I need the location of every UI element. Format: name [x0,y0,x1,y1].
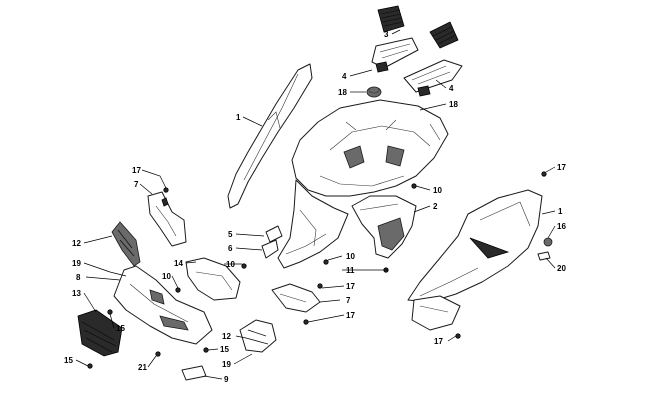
callout-6: 6 [228,244,233,253]
callout-15-c: 15 [220,345,229,354]
callout-7-a: 7 [134,180,139,189]
leader-lines [75,29,556,380]
part-2-inner-panel [351,195,417,259]
callout-5: 5 [228,230,233,239]
central-hood-assembly [277,99,449,269]
callout-17-b: 17 [346,282,355,291]
part-16-fastener [543,237,553,247]
callout-17-c: 17 [346,311,355,320]
callout-14: 14 [174,259,183,268]
callout-labels: 3 4 4 18 18 1 10 2 5 6 10 11 17 7 12 19 … [64,30,566,384]
part-18-grommet-left [366,86,382,98]
callout-19-a: 19 [72,259,81,268]
callout-16: 16 [557,222,566,231]
callout-10-b: 10 [346,252,355,261]
part-20-clip [537,251,551,261]
callout-7-b: 7 [346,296,351,305]
part-13-grille-left-lower [77,309,123,357]
part-1-side-panel-right [407,189,543,331]
callout-9: 9 [224,375,229,384]
callout-19-b: 19 [222,360,231,369]
callout-3: 3 [384,30,389,39]
part-9-small-trim [181,365,207,381]
callout-17-a: 17 [132,166,141,175]
callout-15-b: 15 [64,356,73,365]
callout-12-a: 12 [72,239,81,248]
callout-10-a: 10 [433,186,442,195]
callout-8: 8 [76,273,81,282]
part-4-vent-housing-right [403,59,463,97]
callout-4-left: 4 [342,72,347,81]
callout-10-c: 10 [226,260,235,269]
callout-18-left: 18 [338,88,347,97]
part-4-vent-housing-left [371,37,419,73]
callout-13: 13 [72,289,81,298]
part-8-lower-panel [113,265,213,345]
part-3-vent-grille-right [429,21,459,49]
callout-20: 20 [557,264,566,273]
part-7-upper-bracket-panel [147,191,187,247]
callout-1-right: 1 [558,207,563,216]
callout-17-e: 17 [434,337,443,346]
callout-15-a: 15 [116,324,125,333]
callout-17-d: 17 [557,163,566,172]
callout-18-right: 18 [449,100,458,109]
callout-10-d: 10 [162,272,171,281]
callout-1-left: 1 [236,113,241,122]
part-5-bracket [265,225,283,243]
callout-2: 2 [433,202,438,211]
fasteners [87,171,547,369]
part-14-panel [185,257,241,301]
callout-12-b: 12 [222,332,231,341]
part-7-lower-bracket [271,283,321,313]
callout-11: 11 [346,266,355,275]
callout-4-right: 4 [449,84,454,93]
callout-21: 21 [138,363,147,372]
part-1-side-panel-left [227,63,313,209]
part-3-vent-grille-left [377,5,405,33]
part-6-bracket [261,239,279,259]
part-12-grille-left-upper [111,221,141,267]
part-12-grille-right [239,319,277,353]
